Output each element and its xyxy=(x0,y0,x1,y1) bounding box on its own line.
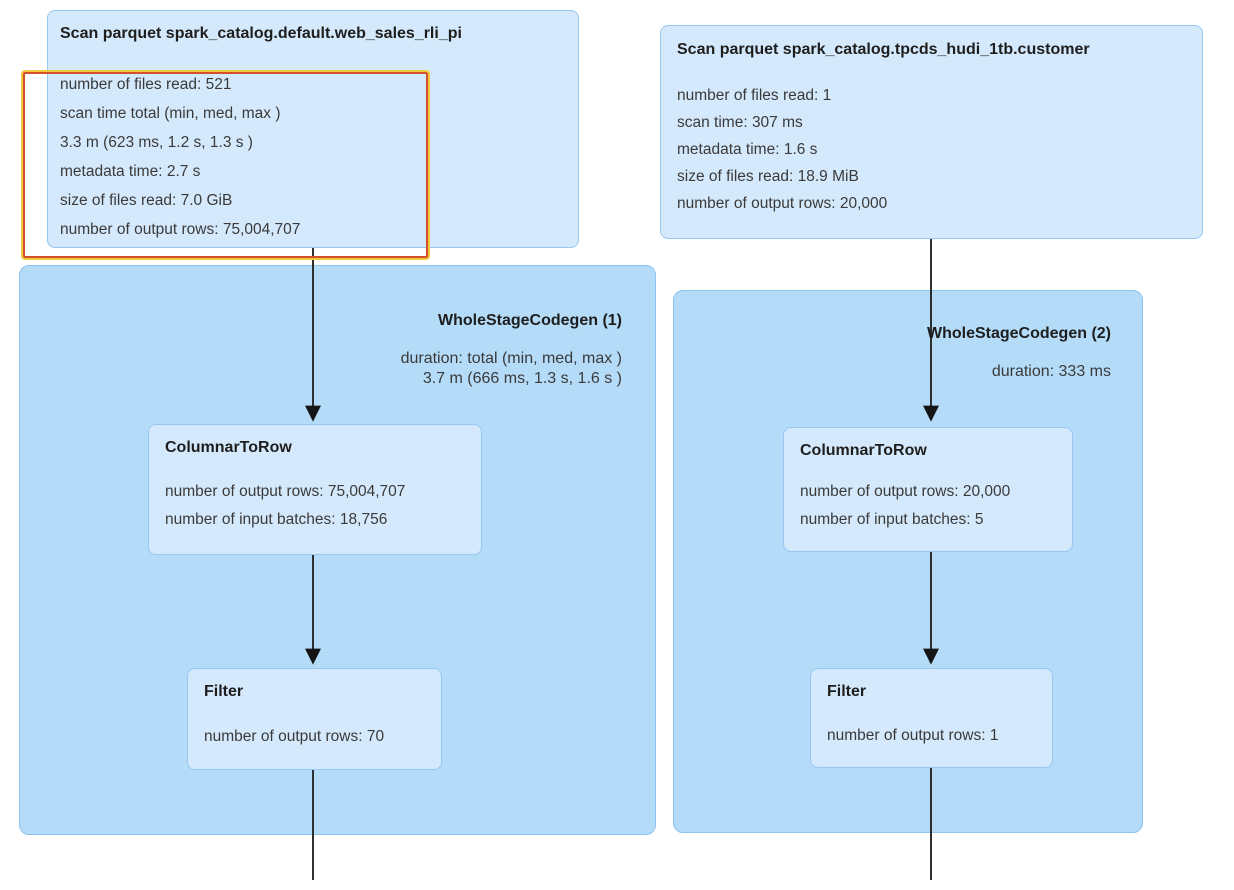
metric-line: 3.3 m (623 ms, 1.2 s, 1.3 s ) xyxy=(60,134,253,151)
wholestagecodegen-1-label: WholeStageCodegen (1) duration: total (m… xyxy=(401,312,622,389)
metric-line: size of files read: 18.9 MiB xyxy=(677,168,859,185)
node-title: Filter xyxy=(204,683,244,700)
metric-line: scan time: 307 ms xyxy=(677,114,803,131)
metric-line: number of files read: 1 xyxy=(677,87,832,104)
scan-parquet-web-sales-node: Scan parquet spark_catalog.default.web_s… xyxy=(47,10,579,248)
metric-line: metadata time: 1.6 s xyxy=(677,141,818,158)
metric-line: number of output rows: 20,000 xyxy=(677,195,888,212)
filter-node-right: Filter number of output rows: 1 xyxy=(810,668,1053,768)
columnartorow-node-right: ColumnarToRow number of output rows: 20,… xyxy=(783,427,1073,552)
node-metrics: number of output rows: 20,000 number of … xyxy=(800,478,1072,534)
node-metrics: number of output rows: 75,004,707 number… xyxy=(165,478,481,534)
node-metrics: number of output rows: 70 xyxy=(204,726,441,748)
metric-line: number of output rows: 70 xyxy=(204,728,385,745)
metric-line: number of files read: 521 xyxy=(60,76,232,93)
cluster-duration-line: 3.7 m (666 ms, 1.3 s, 1.6 s ) xyxy=(422,370,622,387)
metric-line: number of input batches: 18,756 xyxy=(165,511,388,528)
cluster-duration-line: duration: total (min, med, max ) xyxy=(400,350,622,367)
metric-line: number of output rows: 20,000 xyxy=(800,483,1011,500)
scan-parquet-customer-node: Scan parquet spark_catalog.tpcds_hudi_1t… xyxy=(660,25,1203,239)
metric-line: number of input batches: 5 xyxy=(800,511,984,528)
node-title: ColumnarToRow xyxy=(800,442,927,459)
metric-line: number of output rows: 1 xyxy=(827,727,999,744)
cluster-title: WholeStageCodegen (2) xyxy=(926,325,1111,342)
node-title: Scan parquet spark_catalog.default.web_s… xyxy=(60,25,462,42)
node-title: ColumnarToRow xyxy=(165,439,292,456)
wholestagecodegen-2-label: WholeStageCodegen (2) duration: 333 ms xyxy=(927,325,1111,382)
node-title: Filter xyxy=(827,683,867,700)
metric-line: size of files read: 7.0 GiB xyxy=(60,192,233,209)
metric-line: number of output rows: 75,004,707 xyxy=(165,483,406,500)
metric-line: number of output rows: 75,004,707 xyxy=(60,221,301,238)
columnartorow-node-left: ColumnarToRow number of output rows: 75,… xyxy=(148,424,482,555)
metric-line: metadata time: 2.7 s xyxy=(60,163,201,180)
cluster-duration-line: duration: 333 ms xyxy=(991,363,1111,380)
node-metrics: number of files read: 1 scan time: 307 m… xyxy=(677,82,1202,217)
filter-node-left: Filter number of output rows: 70 xyxy=(187,668,442,770)
node-metrics: number of files read: 521 scan time tota… xyxy=(60,70,578,244)
node-metrics: number of output rows: 1 xyxy=(827,725,1052,747)
metric-line: scan time total (min, med, max ) xyxy=(60,105,281,122)
cluster-title: WholeStageCodegen (1) xyxy=(437,312,622,329)
node-title: Scan parquet spark_catalog.tpcds_hudi_1t… xyxy=(677,41,1090,58)
